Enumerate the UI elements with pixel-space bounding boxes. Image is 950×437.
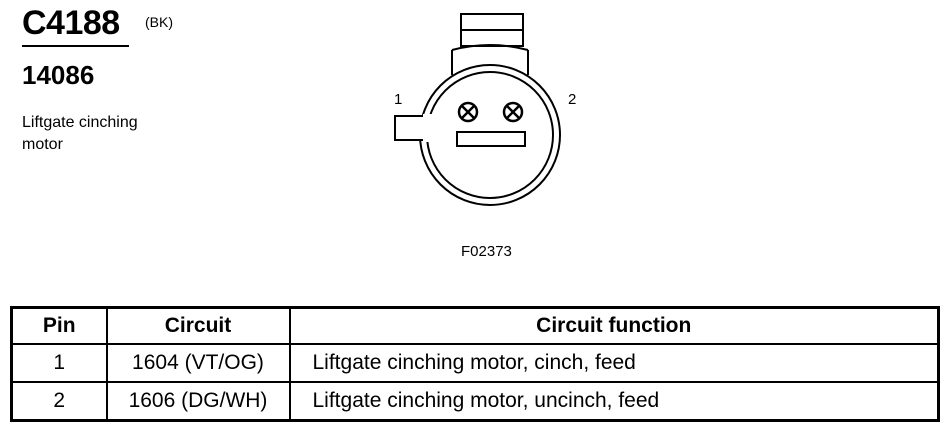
description-line-2: motor <box>22 136 63 153</box>
pin-label-1: 1 <box>394 91 402 108</box>
header-circuit: Circuit <box>105 306 291 345</box>
description-line-1: Liftgate cinching <box>22 114 138 131</box>
cell-circuit-function: Liftgate cinching motor, cinch, feed <box>288 343 940 383</box>
cell-circuit: 1606 (DG/WH) <box>105 381 291 422</box>
part-number: 14086 <box>22 60 95 90</box>
cell-pin: 2 <box>10 381 108 422</box>
side-key-mask <box>423 114 433 142</box>
connector-id: C4188 <box>22 4 120 42</box>
connector-color: (BK) <box>145 14 173 30</box>
table-row: 1 1604 (VT/OG) Liftgate cinching motor, … <box>10 343 940 383</box>
table-header-row: Pin Circuit Circuit function <box>10 306 940 345</box>
cell-pin: 1 <box>10 343 108 383</box>
connector-face-diagram: 1 2 <box>394 13 576 206</box>
lock-tab-arms <box>451 44 529 75</box>
cell-circuit: 1604 (VT/OG) <box>105 343 291 383</box>
table-row: 2 1606 (DG/WH) Liftgate cinching motor, … <box>10 381 940 422</box>
connector-key-slot <box>456 131 526 147</box>
header-pin: Pin <box>10 306 108 345</box>
header-circuit-function: Circuit function <box>288 306 940 345</box>
connector-description: Liftgate cinching motor <box>22 112 182 156</box>
terminal-1-icon <box>457 101 479 123</box>
figure-id: F02373 <box>461 243 512 260</box>
pin-label-2: 2 <box>568 91 576 108</box>
cell-circuit-function: Liftgate cinching motor, uncinch, feed <box>288 381 940 422</box>
title-underline <box>22 45 129 47</box>
pinout-table: Pin Circuit Circuit function 1 1604 (VT/… <box>10 306 940 422</box>
connector-side-key <box>394 115 428 141</box>
terminal-2-icon <box>502 101 524 123</box>
